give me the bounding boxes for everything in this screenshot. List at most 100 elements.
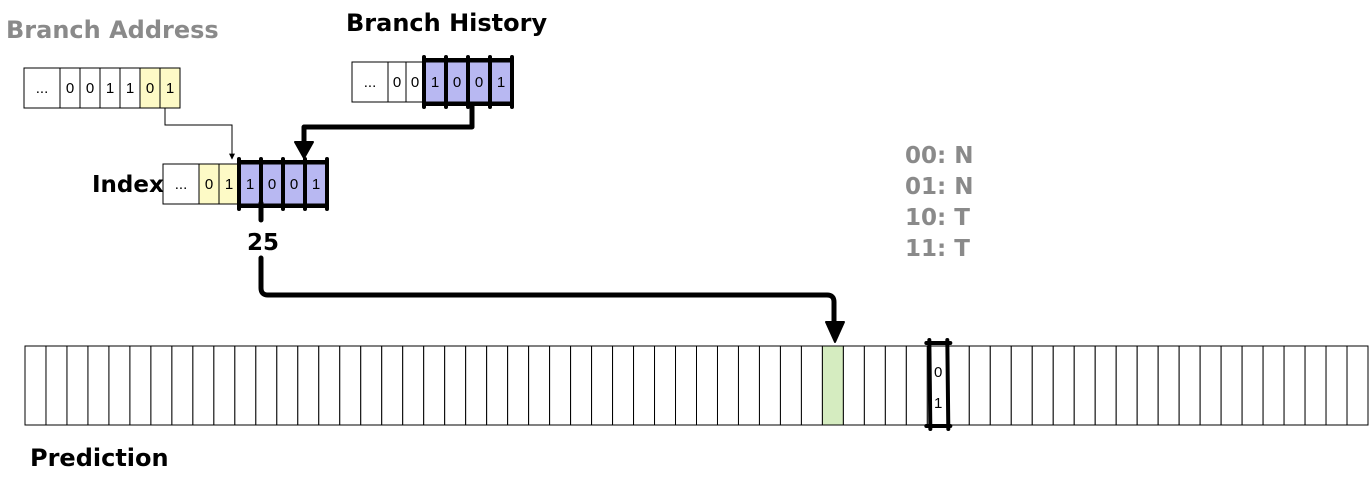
table-entry: [234, 345, 257, 426]
register-cell-value: 1: [106, 80, 114, 97]
table-entry: [339, 345, 362, 426]
table-entry: [863, 345, 886, 426]
legend-entry: 00: N: [905, 143, 973, 169]
table-entry: [1052, 345, 1075, 426]
register-cell-value: 1: [431, 74, 439, 91]
table-entry: [989, 345, 1012, 426]
branch-history-label: Branch History: [346, 9, 547, 37]
table-entry: [696, 345, 718, 426]
table-entry: [1178, 345, 1201, 426]
table-entry: [465, 345, 488, 426]
register-cell-value: 1: [225, 176, 233, 193]
table-entry: [1073, 345, 1096, 426]
table-entry: [947, 345, 970, 426]
table-entry: [800, 345, 823, 426]
register-cell-value: 1: [126, 80, 134, 97]
counter-bit-high: 0: [934, 364, 942, 381]
table-entry: [255, 345, 278, 426]
prediction-table: [24, 338, 1369, 431]
table-entry: [758, 345, 781, 426]
register-cell-value: 0: [86, 80, 94, 97]
legend-entry: 01: N: [905, 174, 973, 200]
table-entry: [507, 345, 530, 426]
register-cell-value: 1: [246, 176, 254, 193]
table-entry: [318, 345, 341, 426]
table-entry: [381, 345, 404, 426]
table-entry: [24, 345, 47, 426]
register-cell-value: 0: [393, 74, 401, 91]
selected-table-entry: [821, 345, 844, 426]
table-entry: [1094, 345, 1117, 426]
table-entry: [1262, 345, 1285, 426]
register-cell-value: 0: [290, 176, 298, 193]
index-label: Index: [92, 172, 164, 198]
table-entry: [129, 345, 152, 426]
branch-address-label: Branch Address: [6, 16, 219, 44]
table-entry: [716, 345, 739, 426]
table-entry: [1115, 345, 1138, 426]
table-entry: [905, 345, 928, 426]
table-entry: [779, 345, 802, 426]
table-entry: [150, 345, 173, 426]
table-entry: [1346, 345, 1369, 426]
table-entry: [213, 345, 236, 426]
table-entry: [1220, 345, 1243, 426]
index-value-label: 25: [247, 230, 279, 256]
register-cell-value: 1: [166, 80, 174, 97]
register-cell-value: 0: [268, 176, 276, 193]
history-to-index-arrow: [301, 101, 475, 151]
table-entry: [591, 345, 614, 426]
table-entry: [612, 345, 635, 426]
register-cell-value: 0: [475, 74, 483, 91]
table-entry: [884, 345, 907, 426]
table-entry: [276, 345, 299, 426]
table-entry: [842, 345, 865, 426]
table-entry: [1136, 345, 1159, 426]
prediction-label: Prediction: [30, 444, 169, 472]
table-entry: [1304, 345, 1327, 426]
table-entry: [570, 345, 593, 426]
register-cell-value: ...: [364, 74, 377, 91]
table-entry: [654, 345, 677, 426]
table-entry: [360, 345, 383, 426]
register-cell-value: 0: [146, 80, 154, 97]
legend-entry: 11: T: [905, 236, 970, 262]
register-cell-value: ...: [36, 80, 49, 97]
table-arrow-head: [825, 321, 845, 343]
table-entry: [1241, 345, 1264, 426]
table-entry: [633, 345, 656, 426]
counter-bit-low: 1: [934, 395, 942, 412]
register-cell: [351, 61, 389, 103]
register-cell: [162, 163, 200, 205]
table-entry: [444, 345, 467, 426]
register-cell-value: 1: [497, 74, 505, 91]
table-entry: [192, 345, 215, 426]
address-to-index-arrow: [164, 108, 235, 160]
table-entry: [549, 345, 572, 426]
table-entry: [297, 345, 320, 426]
register-cell-value: 0: [453, 74, 461, 91]
table-entry: [1010, 345, 1033, 426]
table-entry: [1031, 345, 1054, 426]
table-entry: [171, 345, 194, 426]
legend-entry: 10: T: [905, 205, 970, 231]
connection-arrows: [164, 101, 845, 343]
table-entry: [486, 345, 509, 426]
register-cell-value: 1: [312, 176, 320, 193]
register-cell: [23, 67, 61, 109]
table-entry: [423, 345, 446, 426]
table-entry: [1283, 345, 1306, 426]
table-entry: [1325, 345, 1348, 426]
register-cell-value: 0: [66, 80, 74, 97]
table-entry: [675, 345, 697, 426]
register-cell-value: 0: [411, 74, 419, 91]
register-cell-value: 0: [205, 176, 213, 193]
register-cell: [159, 67, 181, 109]
table-entry: [66, 345, 89, 426]
table-entry: [402, 345, 425, 426]
table-entry: [968, 345, 991, 426]
table-entry: [1199, 345, 1222, 426]
